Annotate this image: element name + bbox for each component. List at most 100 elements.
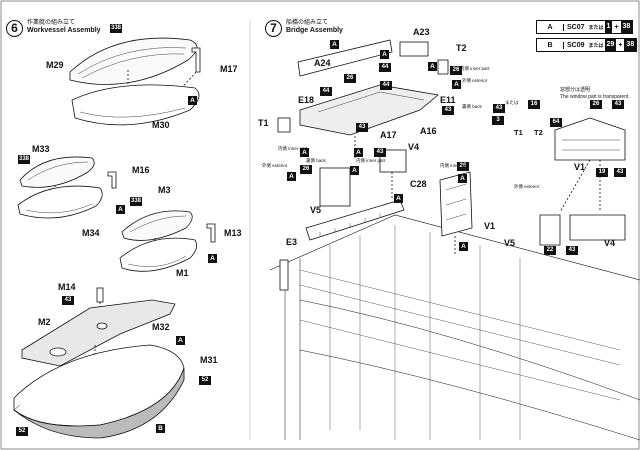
label-m13: M13	[224, 228, 242, 238]
color-43: 43	[62, 296, 74, 305]
color-43: 43	[614, 168, 626, 177]
color-44: 44	[380, 81, 392, 90]
deck-m2	[21, 299, 176, 367]
detail-label-t1: T1	[514, 128, 523, 137]
legend-code: SC07	[564, 23, 588, 31]
detail-label-v5: V5	[504, 238, 516, 248]
color-a: A	[354, 148, 363, 157]
window-note-jp: 窓部分は透明	[560, 87, 591, 93]
legend-plus: +	[618, 41, 623, 49]
color-26: 26	[300, 165, 312, 174]
legend-row-a: A SC07 または 1 + 38	[536, 20, 634, 34]
color-a: A	[458, 174, 467, 183]
label-m30: M30	[152, 120, 170, 130]
detail-or: または	[505, 100, 519, 105]
color-43: 43	[374, 148, 386, 157]
label-m17: M17	[220, 64, 238, 74]
legend-color-a: 29	[604, 39, 617, 51]
detail-bridge-view	[539, 117, 626, 246]
note-exterior: 外側 exterior	[462, 78, 488, 83]
step6-number: 6	[6, 20, 23, 37]
color-a: A	[300, 148, 309, 157]
color-3: 3	[492, 116, 504, 125]
color-a: A	[428, 62, 437, 71]
color-a: A	[116, 205, 125, 214]
color-26: 26	[590, 100, 602, 109]
color-43: 43	[612, 100, 624, 109]
color-338: 338	[130, 197, 143, 206]
note-back: 裏側 back	[462, 104, 482, 109]
note-inner-part: 内側 inner part	[460, 66, 490, 71]
label-m34: M34	[82, 228, 100, 238]
detail-exterior: 外側 exterior	[514, 184, 540, 189]
detail-label-v4: V4	[604, 238, 616, 248]
color-16: 16	[528, 100, 540, 109]
step7-number: 7	[265, 20, 282, 37]
color-64: 64	[550, 118, 562, 127]
color-26: 26	[344, 74, 356, 83]
bridge-side-v1	[439, 171, 473, 237]
bridge-front-v5	[305, 199, 405, 241]
color-a: A	[350, 166, 359, 175]
legend-plus: +	[614, 23, 619, 31]
hull-side-structure	[269, 214, 640, 441]
label-m1: M1	[176, 268, 189, 278]
note-back: 裏側 back	[306, 158, 326, 163]
color-52: 52	[16, 427, 28, 436]
label-e11: E11	[440, 95, 456, 105]
label-e3: E3	[286, 237, 298, 247]
color-52: 52	[199, 376, 211, 385]
color-43: 43	[442, 106, 454, 115]
color-a: A	[176, 336, 185, 345]
color-a: A	[208, 254, 217, 263]
label-v1: V1	[484, 221, 496, 231]
label-m33: M33	[32, 144, 50, 154]
legend-color-a: 1	[604, 21, 613, 33]
color-a: A	[452, 80, 461, 89]
workvessel-hull-m30	[71, 84, 200, 126]
note-inner-part: 内側 inner part	[356, 158, 386, 163]
boat-m1	[119, 237, 198, 272]
legend-color-b: 38	[624, 39, 637, 51]
step7-header: 7 船橋の組み立て Bridge Assembly	[265, 20, 343, 37]
note-inner-part: 内側 inner part	[278, 146, 308, 151]
color-43: 43	[566, 246, 578, 255]
label-a16: A16	[420, 126, 437, 136]
workvessel-boat-top-m29	[69, 37, 198, 85]
label-m29: M29	[46, 60, 64, 70]
label-a24: A24	[314, 58, 331, 68]
color-a: A	[188, 96, 197, 105]
label-m2: M2	[38, 317, 51, 327]
boat-m3	[121, 210, 193, 241]
a24-railing	[297, 39, 393, 77]
color-a: A	[380, 50, 389, 59]
label-m16: M16	[132, 165, 150, 175]
legend-color-b: 38	[620, 21, 633, 33]
label-m14: M14	[58, 282, 76, 292]
label-e18: E18	[298, 95, 315, 105]
color-44: 44	[379, 63, 391, 72]
color-b: B	[156, 424, 165, 433]
label-t1: T1	[258, 118, 269, 128]
boat-m34	[17, 185, 103, 219]
color-a: A	[394, 194, 403, 203]
legend-key: B	[537, 41, 564, 49]
window-note-en: The window part is transparent.	[560, 94, 630, 100]
a23-panel	[399, 41, 429, 57]
label-c28: C28	[410, 179, 427, 189]
legend-or: または	[588, 24, 604, 31]
legend-code: SC09	[564, 41, 588, 49]
detail-label-v1: V1	[574, 162, 586, 172]
m14-peg	[96, 287, 104, 303]
label-m32: M32	[152, 322, 170, 332]
color-43: 43	[356, 123, 368, 132]
note-inner-part: 内側 inner part	[440, 163, 470, 168]
label-a17: A17	[380, 130, 397, 140]
step7-title-en: Bridge Assembly	[286, 27, 343, 34]
label-t2: T2	[456, 43, 467, 53]
color-338: 338	[110, 24, 123, 33]
legend-key: A	[537, 23, 564, 31]
label-v4: V4	[408, 142, 420, 152]
detail-label-t2: T2	[534, 128, 543, 137]
